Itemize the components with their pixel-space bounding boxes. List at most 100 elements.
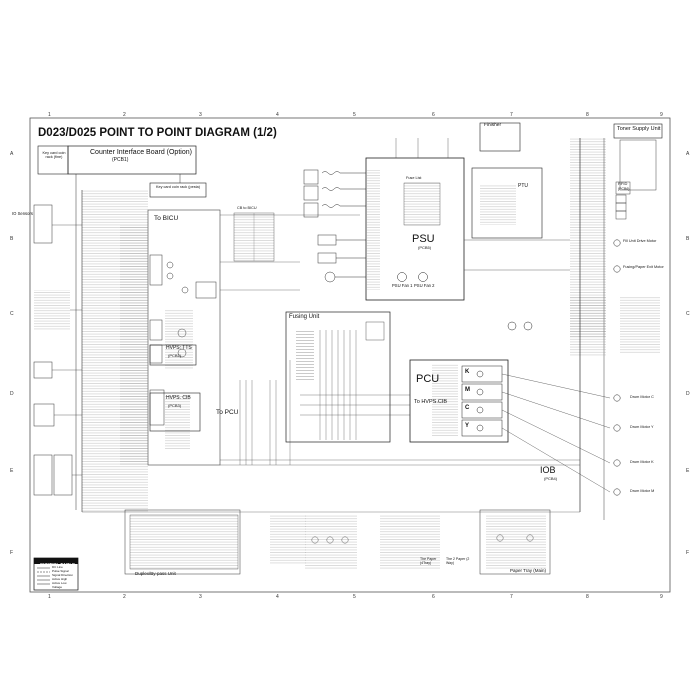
col-9-bottom: 9	[660, 594, 663, 600]
pcu-label: PCU	[416, 373, 440, 385]
finisher-box	[479, 122, 521, 152]
col-2-top: 2	[123, 112, 126, 118]
symbol-row-6: Voltage	[52, 585, 63, 589]
symbol-row-5: Active Low	[52, 581, 67, 585]
finisher-label: Finisher	[484, 123, 502, 128]
drum-motor-k-label: Drum Motor K	[630, 460, 654, 464]
pcu-sub-label: To HVPS.CIB	[414, 399, 448, 405]
row-d-left: D	[10, 391, 14, 397]
to-pcu-label: To PCU	[216, 409, 239, 416]
row-c-right: C	[686, 311, 690, 317]
main-bus-lines	[82, 214, 580, 513]
hvps-tts-id: (PCB2)	[168, 353, 182, 358]
rfid-id: (PCB6)	[618, 187, 630, 191]
pcu-block-k: K	[465, 369, 470, 375]
key-card-bottom-label: Key card coin rack (pesta)	[155, 185, 201, 189]
row-f-left: F	[10, 550, 13, 556]
col-8-bottom: 8	[586, 594, 589, 600]
col-4-top: 4	[276, 112, 279, 118]
fuse-list-table	[403, 182, 441, 226]
col-2-bottom: 2	[123, 594, 126, 600]
io-sensors-label: IO Sensors	[12, 211, 33, 216]
row-b-right: B	[686, 236, 690, 242]
fuse-list-label: Fuse List	[406, 176, 422, 180]
ib-tray-label: The 2 Paper (2 Way)	[446, 557, 470, 565]
grid-column-markers: 1 2 3 4 5 6 7 8 9 1 2 3 4 5 6 7 8 9	[48, 112, 663, 600]
col-5-top: 5	[353, 112, 356, 118]
hvps-tts-label: HVPS: TTS	[166, 345, 192, 351]
psu-id: (PCB5)	[418, 245, 432, 250]
symbol-row-3: Signal Direction	[52, 573, 74, 577]
psu-fan1-label: PSU Fan 1	[392, 283, 413, 288]
bottom-harness	[124, 509, 551, 575]
toner-supply-box	[613, 123, 663, 139]
col-6-top: 6	[432, 112, 435, 118]
ptu-label: PTU	[518, 183, 528, 189]
psu-heaters	[303, 169, 366, 283]
toner-supply-label: Toner Supply Unit	[617, 126, 661, 132]
symbol-table-title: SYMBOL TABLE	[40, 562, 76, 567]
key-card-bottom-box	[149, 182, 207, 198]
col-7-top: 7	[510, 112, 513, 118]
hvps-cib-label: HVPS. CIB	[166, 395, 191, 401]
duplex-bypass-label: Duplex/By-pass Unit	[135, 571, 176, 576]
grid-row-markers: A B C D E F A B C D E F	[10, 151, 690, 556]
row-c-left: C	[10, 311, 14, 317]
key-card-top-box	[37, 145, 69, 175]
fusing-exit-motor-label: Fusing/Paper Exit Motor	[623, 265, 664, 269]
row-d-right: D	[686, 391, 690, 397]
key-card-top-label: Key card coin rack (fine)	[42, 151, 66, 159]
psu-fan1-icon	[397, 272, 407, 282]
hvps-cib-id: (PCB3)	[168, 403, 182, 408]
io-sensor-box	[33, 204, 53, 244]
symbol-row-2: Pulse Signal	[52, 569, 69, 573]
fusing-unit-label: Fusing Unit	[289, 314, 320, 320]
psu-fan2-icon	[418, 272, 428, 282]
rfid-label: RFID	[618, 181, 628, 186]
ptu-board	[471, 167, 543, 239]
cb-to-bicu-label: CB to BICU	[237, 206, 257, 210]
col-4-bottom: 4	[276, 594, 279, 600]
symbol-row-4: Active High	[52, 577, 68, 581]
row-e-right: E	[686, 468, 690, 474]
counter-interface-label: Counter Interface Board (Option)	[90, 149, 192, 156]
col-1-top: 1	[48, 112, 51, 118]
diagram-title: D023/D025 POINT TO POINT DIAGRAM (1/2)	[38, 127, 277, 139]
symbol-row-1: DC Line	[52, 565, 63, 569]
pcu-board	[409, 359, 509, 443]
hvps-cib-box	[149, 392, 201, 432]
psu-fan2-label: PSU Fan 2	[414, 283, 435, 288]
sheet-frame	[29, 117, 671, 593]
col-1-bottom: 1	[48, 594, 51, 600]
fib-drive-motor-label: Fill Unit Drive Motor	[623, 239, 657, 243]
fusing-unit-box	[285, 311, 391, 443]
col-9-top: 9	[660, 112, 663, 118]
col-3-top: 3	[199, 112, 202, 118]
iob-id: (PCB4)	[544, 476, 558, 481]
paper-tray-label: Paper Tray (Main)	[510, 568, 547, 573]
drum-motor-m-label: Drum Motor M	[630, 489, 655, 493]
hvps-tts-box	[149, 344, 197, 366]
col-6-bottom: 6	[432, 594, 435, 600]
col-5-bottom: 5	[353, 594, 356, 600]
col-3-bottom: 3	[199, 594, 202, 600]
col-7-bottom: 7	[510, 594, 513, 600]
pcu-block-c: C	[465, 405, 470, 411]
to-bicu-label: To BICU	[154, 215, 179, 222]
col-8-top: 8	[586, 112, 589, 118]
row-e-left: E	[10, 468, 14, 474]
drum-motor-y-label: Drum Motor Y	[630, 425, 654, 429]
psu-label: PSU	[412, 233, 435, 245]
pcu-block-m: M	[465, 387, 470, 393]
ib-tray2-label: The Paper (4Tray)	[420, 557, 437, 565]
row-a-right: A	[686, 151, 690, 157]
motor-symbols	[507, 239, 621, 496]
drum-motor-c-label: Drum Motor C	[630, 395, 654, 399]
row-f-right: F	[686, 550, 689, 556]
pcu-block-y: Y	[465, 423, 470, 429]
counter-interface-id: (PCB1)	[112, 157, 129, 163]
iob-label: IOB	[540, 465, 556, 475]
row-b-left: B	[10, 236, 14, 242]
row-a-left: A	[10, 151, 14, 157]
